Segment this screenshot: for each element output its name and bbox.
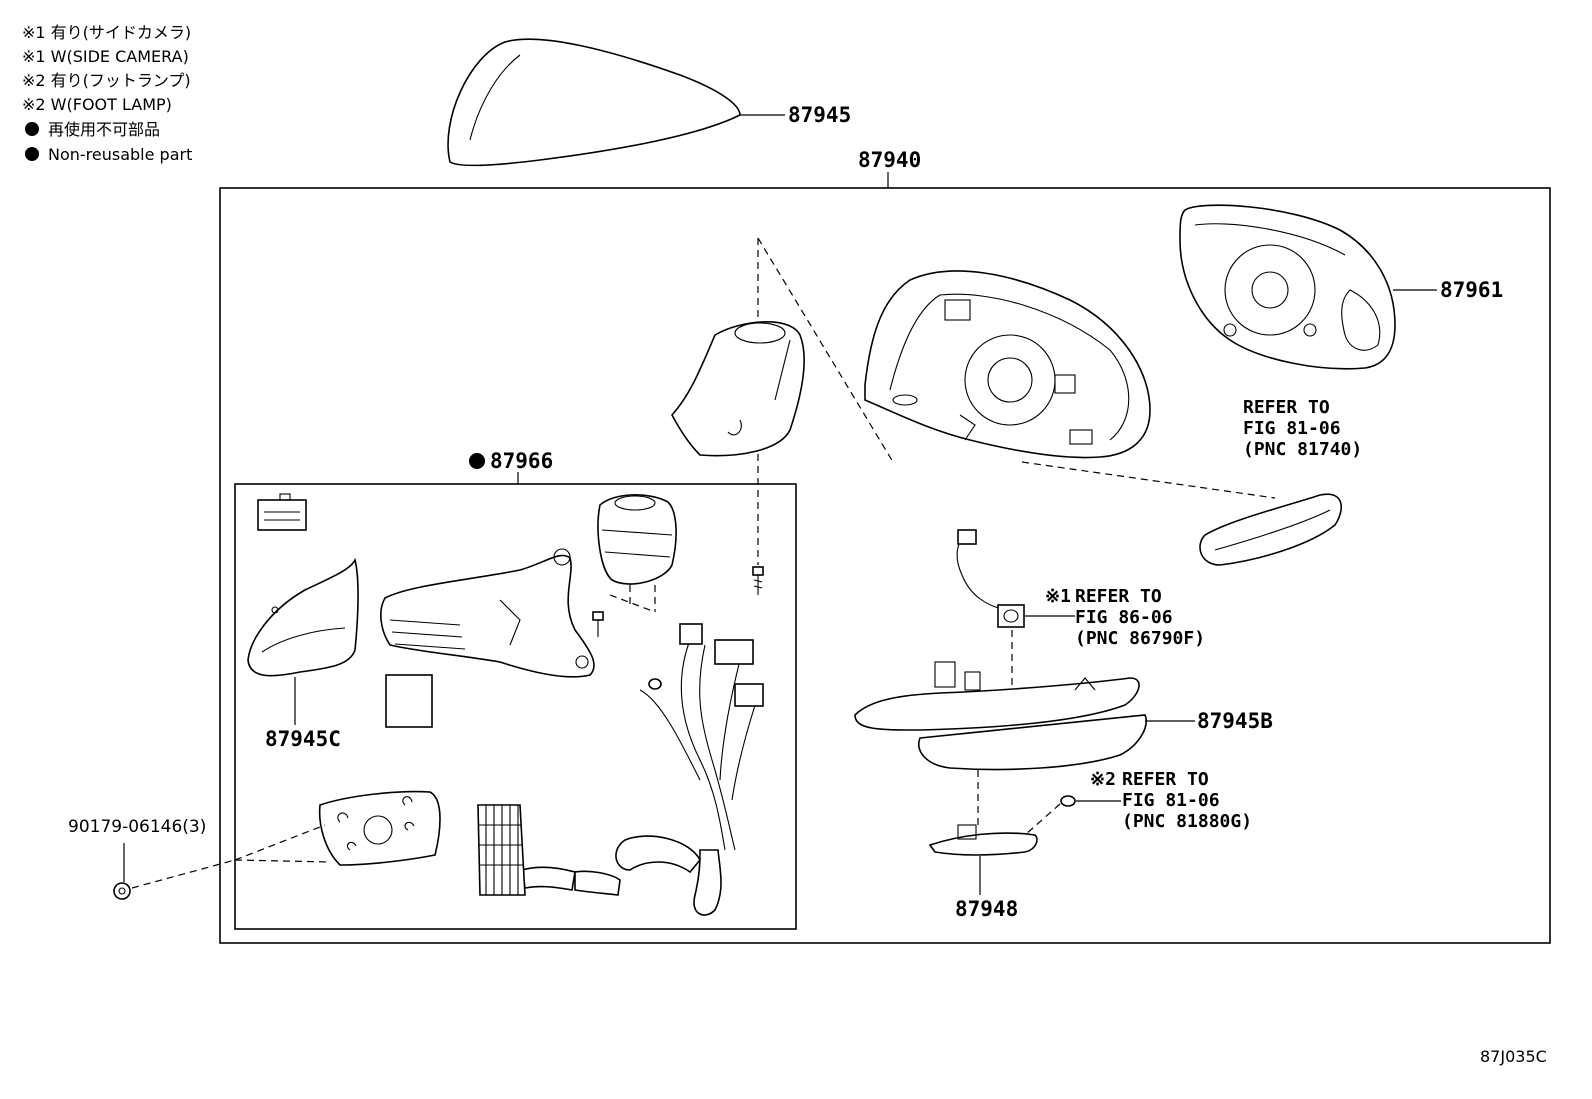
refer-2-line-1: REFER TO <box>1075 586 1162 607</box>
connector <box>257 493 307 531</box>
refer-2-line-3: (PNC 86790F) <box>1075 628 1205 649</box>
refer-2-line-2: FIG 86-06 <box>1075 607 1173 628</box>
clip-icon <box>113 882 131 900</box>
non-reusable-dot-icon <box>25 147 39 161</box>
refer-3-line-3: (PNC 81880G) <box>1122 811 1252 832</box>
screw <box>752 566 764 595</box>
pin-connector-block <box>477 804 526 896</box>
lower-cover-87945B <box>854 661 1195 771</box>
bulb-icon <box>1060 795 1076 807</box>
refer-3-mark: ※2 <box>1090 769 1116 790</box>
refer-2-mark: ※1 <box>1045 586 1071 607</box>
part-number-87945C: 87945C <box>265 727 341 751</box>
part-number-87940: 87940 <box>858 148 921 172</box>
non-reusable-dot-icon <box>469 453 485 469</box>
refer-3-line-1: REFER TO <box>1122 769 1209 790</box>
screw <box>592 611 604 637</box>
mirror-housing <box>864 270 1151 459</box>
legend-line-5: 再使用不可部品 <box>48 120 160 139</box>
actuator-motor <box>597 494 677 585</box>
part-number-90179-06146: 90179-06146(3) <box>68 817 206 837</box>
gasket-plate <box>318 790 441 866</box>
part-number-87945: 87945 <box>788 103 851 127</box>
adhesive-pad <box>385 674 433 728</box>
legend: ※1 有り(サイドカメラ) ※1 W(SIDE CAMERA) ※2 有り(フッ… <box>22 23 192 164</box>
part-number-87966: 87966 <box>490 449 553 473</box>
part-number-87948: 87948 <box>955 897 1018 921</box>
small-cover-87945C <box>247 557 359 725</box>
legend-line-2: ※1 W(SIDE CAMERA) <box>22 47 189 66</box>
side-camera <box>956 529 1075 628</box>
refer-3-line-2: FIG 81-06 <box>1122 790 1220 811</box>
mirror-cover-87945 <box>447 38 785 167</box>
mirror-base-cover <box>671 321 805 457</box>
sub-assembly-87966-frame <box>234 483 797 930</box>
refer-1-line-2: FIG 81-06 <box>1243 418 1341 439</box>
refer-1-line-1: REFER TO <box>1243 397 1330 418</box>
refer-1-line-3: (PNC 81740) <box>1243 439 1362 460</box>
legend-line-6: Non-reusable part <box>48 145 192 164</box>
wiring-harness <box>521 623 764 916</box>
legend-line-1: ※1 有り(サイドカメラ) <box>22 23 191 42</box>
non-reusable-dot-icon <box>25 122 39 136</box>
part-number-87945B: 87945B <box>1197 709 1273 733</box>
turn-signal-lamp <box>1199 493 1343 566</box>
legend-line-4: ※2 W(FOOT LAMP) <box>22 95 172 114</box>
diagram-code: 87J035C <box>1480 1047 1547 1066</box>
actuator-bracket <box>380 548 595 678</box>
foot-lamp-87948 <box>928 824 1038 895</box>
mirror-glass-87961 <box>1179 204 1437 370</box>
assembly-87940-frame <box>219 187 1551 944</box>
legend-line-3: ※2 有り(フットランプ) <box>22 71 191 90</box>
part-number-87961: 87961 <box>1440 278 1503 302</box>
